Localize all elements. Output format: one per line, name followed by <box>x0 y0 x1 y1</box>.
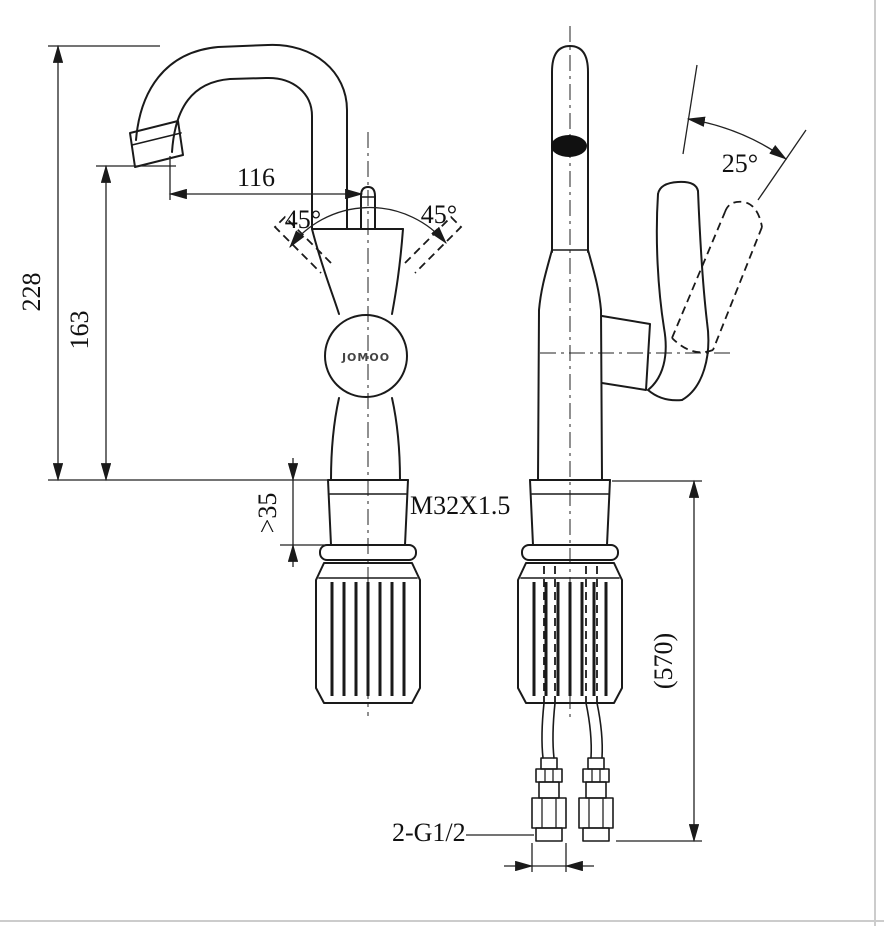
dim-label-45-left: 45° <box>285 205 321 234</box>
dim-base-min: >35 <box>253 458 326 567</box>
dim-label-25: 25° <box>722 149 758 178</box>
front-view: JOMOO <box>129 43 463 716</box>
dim-swivel-angles: 45° 45° <box>285 200 457 234</box>
top-cap <box>551 45 589 253</box>
dim-label-m32: M32X1.5 <box>410 491 510 520</box>
inlet-fitting-left <box>531 757 567 842</box>
spout-nozzle <box>129 120 184 168</box>
dim-inlet: 2-G1/2 <box>392 818 594 872</box>
side-handle-tilted-dashed <box>671 200 763 354</box>
dim-label-45-right: 45° <box>421 200 457 229</box>
side-body <box>537 45 651 481</box>
handle-boss <box>601 315 651 391</box>
spout <box>129 43 348 230</box>
dim-thread: M32X1.5 <box>410 491 510 520</box>
dim-spout-reach: 116 <box>168 156 364 200</box>
dim-label-116: 116 <box>237 163 275 192</box>
dim-label-163: 163 <box>65 311 94 350</box>
dimensions: 116 228 163 45° 45° 25° > <box>17 44 807 872</box>
supply-hoses <box>541 566 604 759</box>
dim-hose-length: (570) <box>612 479 702 843</box>
side-view <box>516 26 763 842</box>
dim-label-35: >35 <box>253 493 282 534</box>
front-handle-swivel-dashed <box>273 206 463 274</box>
front-body: JOMOO <box>311 228 408 481</box>
inlet-fitting-right <box>578 757 614 842</box>
supply-hose-right <box>585 702 593 759</box>
logo-sphere <box>324 314 408 398</box>
logo-badge <box>551 135 587 157</box>
dim-label-228: 228 <box>17 273 46 312</box>
supply-hose-left <box>541 702 545 759</box>
dim-label-570: (570) <box>649 633 678 689</box>
side-handle <box>647 180 710 402</box>
dim-overall-height: 228 <box>17 44 328 482</box>
dim-spout-height: 163 <box>65 164 176 482</box>
swivel-arc <box>289 206 447 249</box>
brand-text: JOMOO <box>341 351 390 364</box>
dim-label-g12: 2-G1/2 <box>392 818 466 847</box>
dim-lever-angle: 25° <box>682 64 807 201</box>
